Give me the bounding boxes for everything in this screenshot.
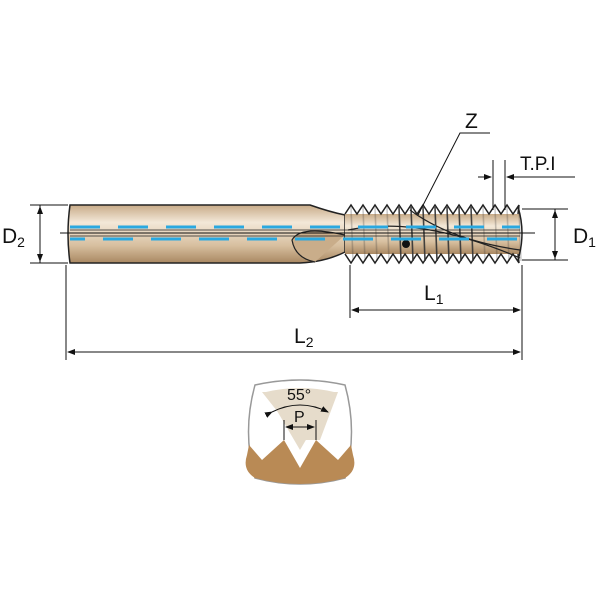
thread-rib — [350, 206, 354, 262]
tool-shank — [67, 204, 346, 264]
l2-label: L2 — [294, 325, 314, 350]
thread-rib — [506, 206, 510, 262]
profile-angle-label: 55° — [287, 387, 311, 404]
thread-rib — [494, 206, 498, 262]
thread-rib — [386, 206, 390, 262]
d1-dimension — [522, 208, 568, 261]
thread-rib — [374, 206, 378, 262]
tpi-label: T.P.I — [520, 154, 556, 175]
extension-lines — [65, 265, 523, 360]
thread-section — [344, 203, 523, 265]
thread-rib — [458, 206, 462, 262]
l1-label: L1 — [424, 282, 444, 307]
thread-profile-icon — [245, 379, 355, 485]
thread-rib — [434, 206, 438, 262]
coolant-channel — [60, 225, 535, 241]
thread-rib — [410, 206, 414, 262]
thread-rib — [362, 206, 366, 262]
profile-pitch-label: P — [294, 409, 305, 426]
d2-label: D2 — [2, 225, 25, 250]
thread-rib — [422, 206, 426, 262]
tpi-dimension — [478, 160, 575, 210]
thread-rib — [398, 206, 402, 262]
d2-dimension — [30, 204, 68, 264]
thread-rib — [470, 206, 474, 262]
coolant-outlet — [402, 240, 410, 248]
thread-rib — [482, 206, 486, 262]
z-leader — [417, 132, 490, 216]
d1-label: D1 — [573, 225, 596, 250]
z-label: Z — [465, 110, 478, 133]
